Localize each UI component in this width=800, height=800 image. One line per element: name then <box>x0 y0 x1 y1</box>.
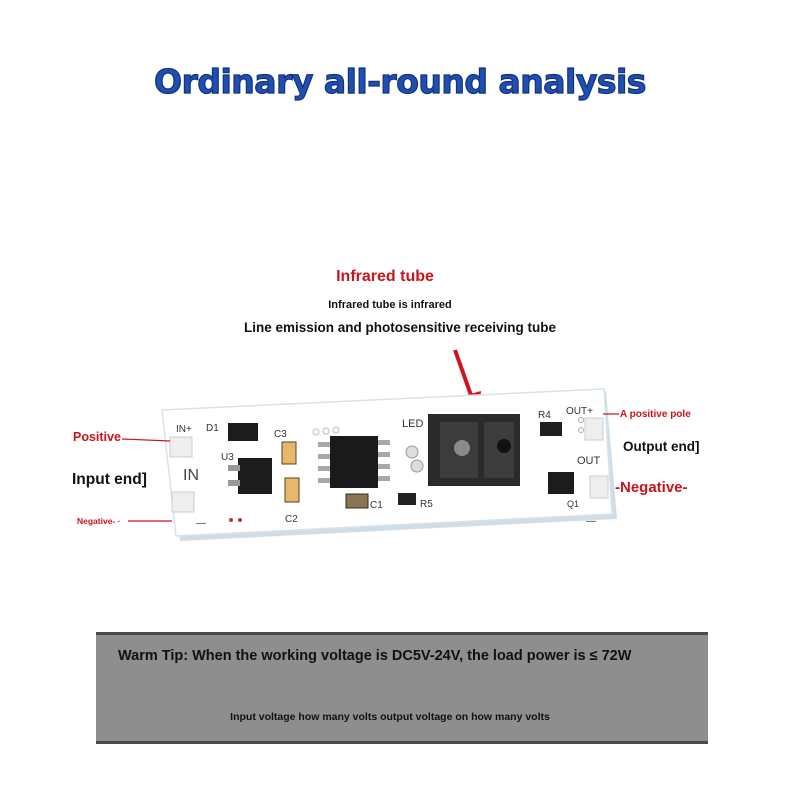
silk-r4: R4 <box>538 410 551 421</box>
warm-tip-subtext: Input voltage how many volts output volt… <box>230 711 550 723</box>
q1-transistor <box>548 472 574 494</box>
infrared-tube-heading: Infrared tube <box>336 268 434 285</box>
silk-led: LED <box>402 418 423 430</box>
warm-tip-text: Warm Tip: When the working voltage is DC… <box>118 648 632 664</box>
silk-c1: C1 <box>370 500 383 511</box>
input-end-label: Input end] <box>72 471 147 488</box>
positive-leader-line <box>121 438 171 442</box>
pad-out-minus <box>589 475 609 499</box>
pad-out-plus <box>584 417 604 441</box>
output-end-label: Output end] <box>623 439 700 454</box>
ir-emitter-lens <box>454 440 470 456</box>
c2-capacitor <box>284 477 300 503</box>
silk-c3: C3 <box>274 429 287 440</box>
silk-u3: U3 <box>221 452 234 463</box>
ic-chip <box>330 436 378 488</box>
pad-in-plus <box>169 436 193 458</box>
page-title: Ordinary all-round analysis <box>153 61 647 101</box>
negative-left-label: Negative- · <box>77 516 121 526</box>
r5-resistor <box>398 493 416 505</box>
negative-right-label: -Negative- <box>615 479 688 496</box>
silk-minus-right: — <box>586 516 596 527</box>
u3-regulator <box>238 458 272 494</box>
r4-resistor <box>540 422 562 436</box>
infrared-tube-desc-1: Infrared tube is infrared <box>328 299 452 311</box>
pad-in-minus <box>171 491 195 513</box>
infrared-tube-desc-2: Line emission and photosensitive receivi… <box>243 320 557 335</box>
silk-out: OUT <box>577 455 601 467</box>
c1-capacitor <box>345 493 369 509</box>
silk-minus-left: — <box>196 518 206 529</box>
silk-r5: R5 <box>420 499 433 510</box>
ir-receiver-lens <box>497 439 511 453</box>
positive-label: Positive <box>73 430 121 444</box>
silk-in: IN <box>183 467 199 484</box>
silk-in-plus: IN+ <box>176 424 192 435</box>
silk-c2: C2 <box>285 514 298 525</box>
positive-pole-label: A positive pole <box>620 409 691 420</box>
silk-q1: Q1 <box>567 499 579 509</box>
warm-tip-box <box>96 632 708 744</box>
c3-capacitor <box>281 441 297 465</box>
silk-out-plus: OUT+ <box>566 406 593 417</box>
silk-d1: D1 <box>206 423 219 434</box>
d1-component <box>228 423 258 441</box>
